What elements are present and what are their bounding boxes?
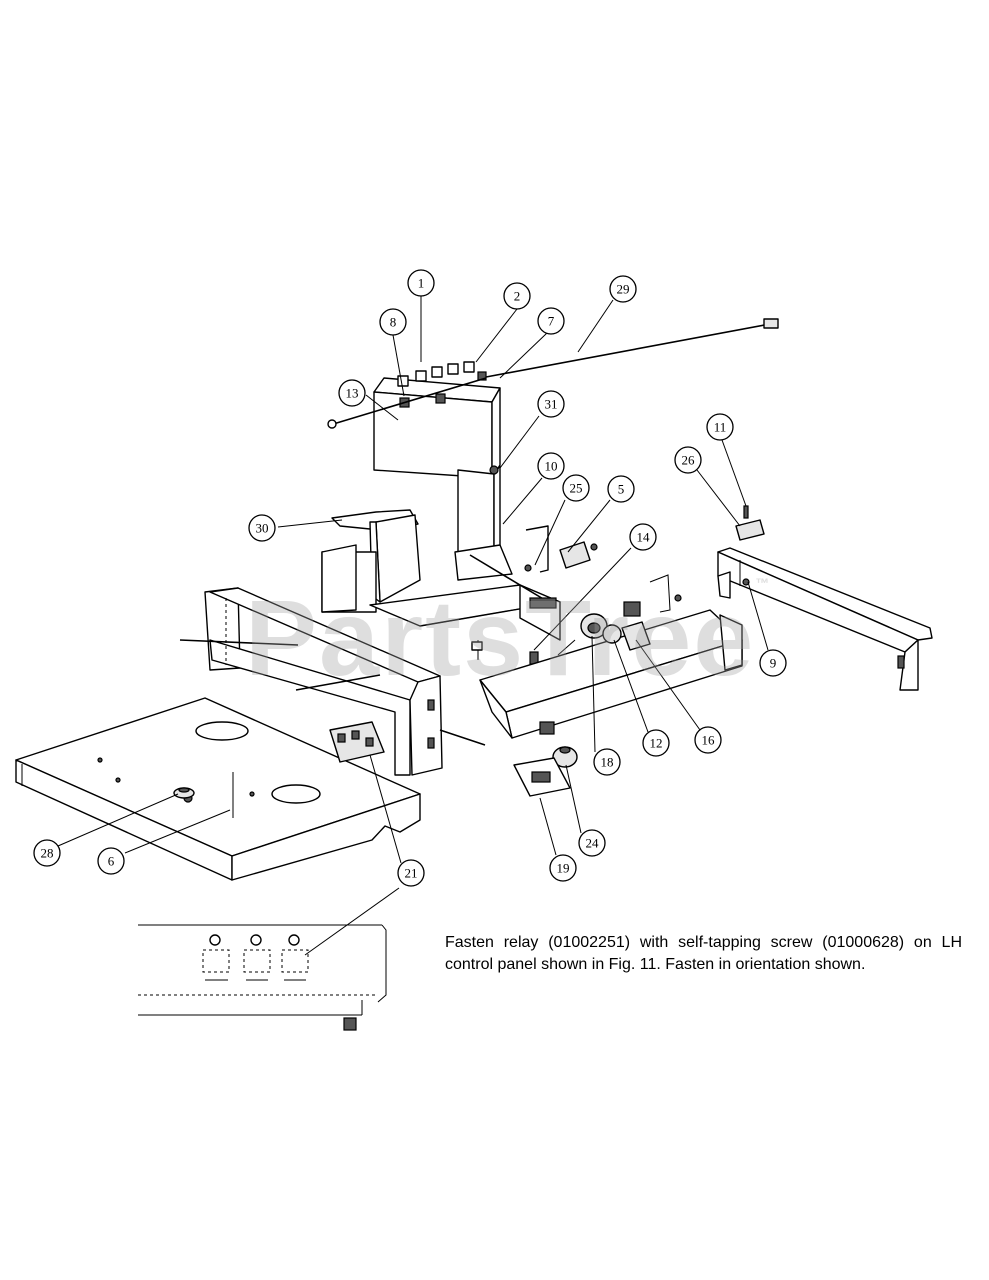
svg-text:5: 5 [618,482,625,497]
callout-12: 12 [642,729,670,757]
svg-text:30: 30 [256,521,269,536]
svg-text:28: 28 [41,846,54,861]
base-plate [15,697,421,881]
svg-text:25: 25 [570,481,583,496]
assembly-note: Fasten relay (01002251) with self-tappin… [445,934,962,973]
callout-6: 6 [97,847,125,875]
callout-29: 29 [609,275,637,303]
svg-text:8: 8 [390,315,397,330]
svg-text:12: 12 [650,736,663,751]
callout-5: 5 [607,475,635,503]
callout-10: 10 [537,452,565,480]
right-side-frame [717,547,933,691]
svg-text:1: 1 [418,276,425,291]
callout-25: 25 [562,474,590,502]
callout-9: 9 [759,649,787,677]
callout-11: 11 [706,413,734,441]
svg-text:26: 26 [682,453,696,468]
leader-lines [57,296,769,956]
svg-text:24: 24 [586,836,600,851]
mounting-plate [513,757,571,797]
wire-connector [621,574,682,651]
svg-text:19: 19 [557,861,570,876]
callout-16: 16 [694,726,722,754]
callout-13: 13 [338,379,366,407]
svg-text:14: 14 [637,530,651,545]
svg-text:16: 16 [702,733,716,748]
callout-26: 26 [674,446,702,474]
svg-text:2: 2 [514,289,521,304]
control-panel [479,609,743,739]
negative-battery-cable [329,377,487,426]
svg-text:21: 21 [405,866,418,881]
upper-frame [321,544,561,641]
inset-control-panel [138,924,387,1031]
left-side-frame [204,587,443,776]
svg-text:11: 11 [714,420,727,435]
svg-text:29: 29 [617,282,630,297]
relay-block [329,721,385,763]
callout-8: 8 [379,308,407,336]
callout-14: 14 [629,523,657,551]
svg-text:13: 13 [346,386,359,401]
callout-24: 24 [578,829,606,857]
svg-text:6: 6 [108,854,115,869]
svg-text:31: 31 [545,397,558,412]
battery-support [457,465,501,561]
positive-battery-cable [485,323,771,378]
switch-bracket [524,525,598,573]
callout-21: 21 [397,859,425,887]
callout-2: 2 [503,282,531,310]
callout-1: 1 [407,269,435,297]
callout-28: 28 [33,839,61,867]
svg-text:18: 18 [601,755,614,770]
grommet [173,787,195,799]
callout-7: 7 [537,307,565,335]
callout-18: 18 [593,748,621,776]
hour-meter [552,746,578,768]
relay [735,505,765,541]
callout-31: 31 [537,390,565,418]
ignition-arm [469,554,557,665]
callout-19: 19 [549,854,577,882]
svg-text:9: 9 [770,656,777,671]
callout-30: 30 [248,514,276,542]
svg-text:7: 7 [548,314,555,329]
svg-text:10: 10 [545,459,558,474]
ignition-key [602,624,622,644]
